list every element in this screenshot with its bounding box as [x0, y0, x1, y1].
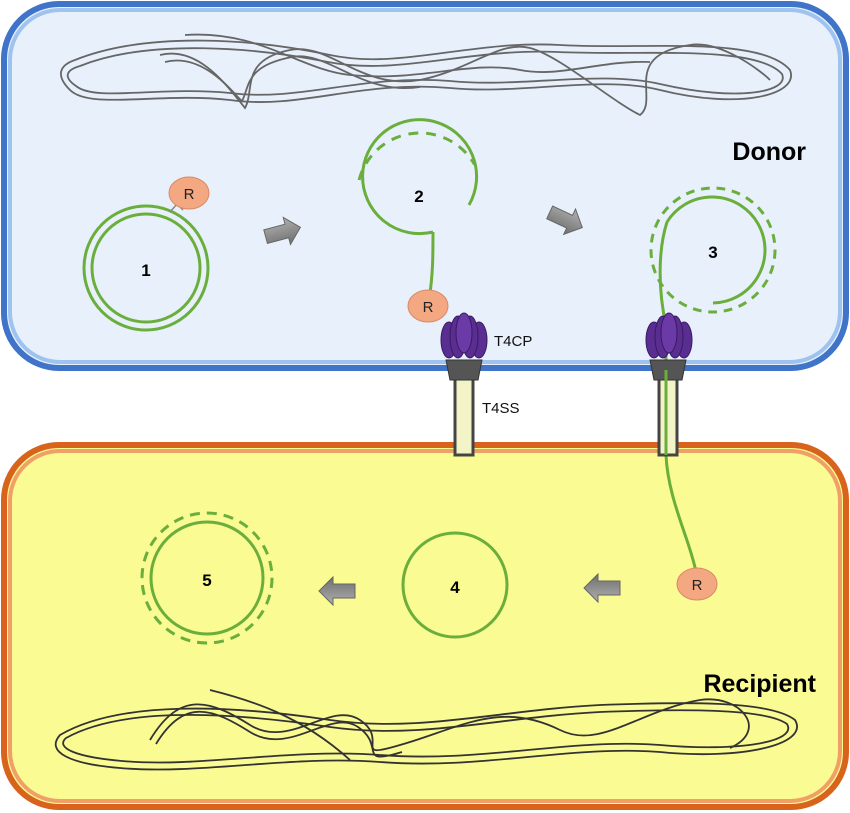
relaxase-1: R — [168, 176, 210, 210]
recipient-chromosome — [54, 689, 798, 771]
step-label-5: 5 — [202, 571, 211, 590]
step-label-2: 2 — [414, 187, 423, 206]
plasmid-4 — [401, 531, 509, 639]
arrow-2-to-3 — [546, 205, 583, 236]
plasmid-3 — [649, 186, 777, 326]
t4cp-label: T4CP — [494, 333, 532, 350]
step-label-1: 1 — [141, 261, 150, 280]
step-label-4: 4 — [450, 578, 460, 597]
t4ss-channel-1 — [445, 359, 483, 457]
arrow-4-to-5 — [318, 575, 356, 607]
recipient-label: Recipient — [703, 670, 816, 698]
t4cp-protein-1 — [440, 312, 488, 359]
step-label-3: 3 — [708, 243, 717, 262]
svg-text:R: R — [423, 299, 434, 316]
donor-cell — [1, 1, 849, 371]
relaxase-2: R — [407, 289, 449, 323]
donor-label: Donor — [732, 138, 806, 166]
t4ss-label: T4SS — [482, 400, 520, 417]
plasmid-5 — [140, 511, 274, 645]
transferred-strand — [664, 350, 698, 573]
t4ss-channel-2 — [649, 359, 687, 457]
donor-chromosome — [60, 33, 792, 117]
t4cp-protein-2 — [645, 312, 693, 359]
relaxase-3: R — [676, 567, 718, 601]
svg-text:R: R — [184, 186, 195, 203]
svg-text:R: R — [692, 577, 703, 594]
plasmid-1 — [82, 204, 210, 332]
arrow-1-to-2 — [263, 216, 302, 246]
arrow-r-to-4 — [583, 572, 621, 604]
